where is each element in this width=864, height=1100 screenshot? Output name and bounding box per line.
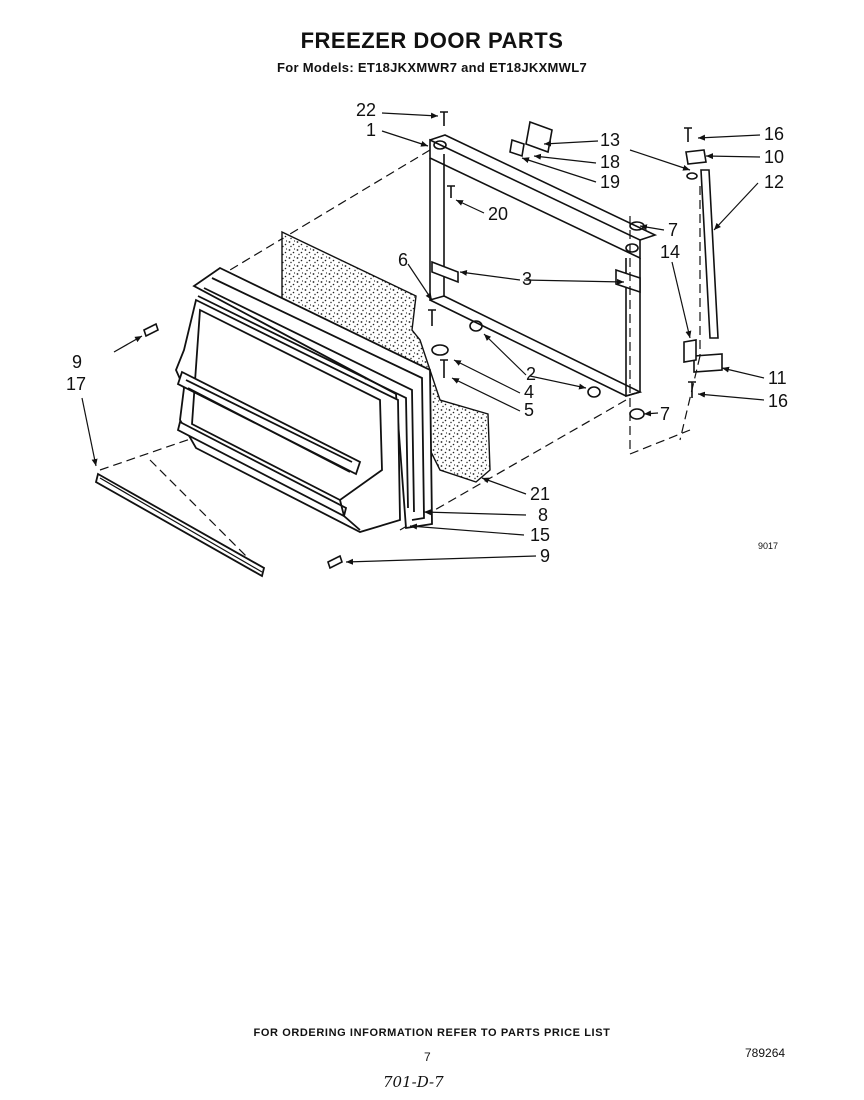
- callout-6: 6: [398, 250, 409, 270]
- callout-2: 2: [526, 364, 537, 384]
- callout-11: 11: [768, 368, 787, 388]
- callout-20: 20: [488, 204, 509, 224]
- callout-8: 8: [538, 505, 549, 525]
- callout-9-left: 9: [72, 352, 83, 372]
- figure-number: 9017: [758, 541, 779, 551]
- door-gasket-and-liner: [192, 266, 433, 530]
- callout-15: 15: [530, 525, 551, 545]
- handwritten-note: 701-D-7: [383, 1073, 444, 1091]
- callout-7-bottom: 7: [660, 404, 671, 424]
- page-title: FREEZER DOOR PARTS: [300, 28, 564, 53]
- part-number: 789264: [745, 1046, 786, 1060]
- callout-18: 18: [600, 152, 621, 172]
- leader-lines: [81, 112, 765, 565]
- callout-12: 12: [764, 172, 785, 192]
- door-inner-liner: [175, 298, 401, 533]
- page-number: 7: [424, 1050, 431, 1064]
- screws: [143, 322, 343, 570]
- callout-5: 5: [524, 400, 535, 420]
- callout-13: 13: [600, 130, 621, 150]
- callout-16-bottom: 16: [768, 391, 789, 411]
- callout-3: 3: [522, 269, 533, 289]
- callout-21: 21: [530, 484, 551, 504]
- callout-16-top: 16: [764, 124, 785, 144]
- page-subtitle: For Models: ET18JKXMWR7 and ET18JKXMWL7: [276, 60, 588, 75]
- callout-17: 17: [66, 374, 87, 394]
- callout-9-bottom: 9: [540, 546, 551, 566]
- callout-7-top: 7: [668, 220, 679, 240]
- callout-4: 4: [524, 382, 535, 402]
- callout-10: 10: [764, 147, 785, 167]
- callout-22: 22: [356, 100, 377, 120]
- callout-1: 1: [366, 120, 377, 140]
- callout-14: 14: [660, 242, 681, 262]
- callout-19: 19: [600, 172, 621, 192]
- door-frame-assembly: [428, 111, 658, 420]
- ordering-info-footer: FOR ORDERING INFORMATION REFER TO PARTS …: [253, 1027, 611, 1039]
- door-stop-assembly: [683, 127, 723, 398]
